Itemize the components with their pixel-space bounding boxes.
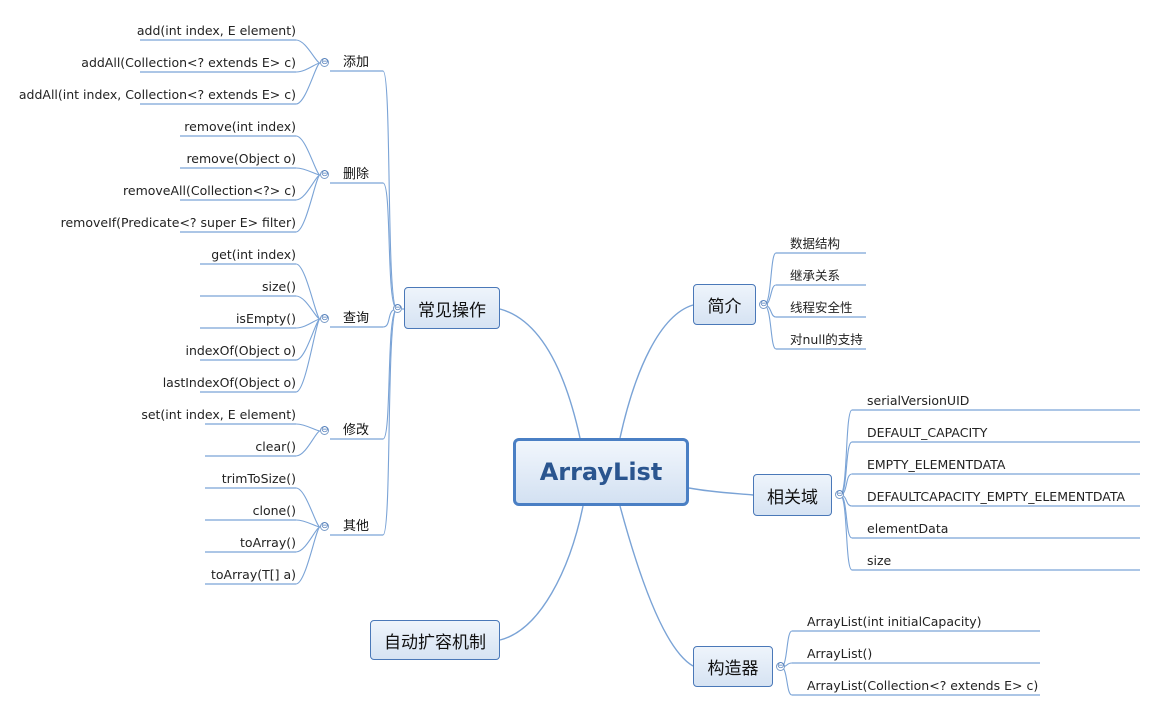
center-to-fields bbox=[688, 487, 754, 496]
leaf-field-2[interactable]: DEFAULT_CAPACITY bbox=[867, 425, 988, 440]
category-add-label: 添加 bbox=[343, 55, 370, 70]
leaf-remove-2[interactable]: remove(Object o) bbox=[186, 151, 296, 166]
remove-link-4 bbox=[295, 174, 321, 233]
collapse-toggle-intro[interactable]: ⊖ bbox=[759, 299, 768, 309]
leaf-field-5[interactable]: elementData bbox=[867, 521, 949, 536]
leaf-remove-3[interactable]: removeAll(Collection<?> c) bbox=[123, 183, 296, 198]
leaf-add-1[interactable]: add(int index, E element) bbox=[136, 23, 296, 38]
branch-common-ops[interactable]: 常见操作 bbox=[404, 287, 500, 329]
collapse-toggle-fields[interactable]: ⊖ bbox=[835, 489, 844, 499]
category-remove-link bbox=[382, 182, 398, 310]
leaf-intro-1[interactable]: 数据结构 bbox=[790, 236, 841, 251]
other-link-1 bbox=[295, 487, 321, 528]
branch-auto-growth[interactable]: 自动扩容机制 bbox=[370, 620, 500, 660]
leaf-intro-3[interactable]: 线程安全性 bbox=[790, 300, 853, 315]
field-link-6 bbox=[839, 494, 853, 571]
leaf-add-3[interactable]: addAll(int index, Collection<? extends E… bbox=[18, 87, 296, 102]
branch-intro[interactable]: 简介 bbox=[693, 284, 756, 325]
other-link-3 bbox=[295, 526, 321, 553]
remove-link-2 bbox=[295, 167, 321, 176]
add-link-1 bbox=[295, 39, 321, 64]
leaf-query-1[interactable]: get(int index) bbox=[211, 247, 296, 262]
category-query-label: 查询 bbox=[343, 311, 370, 326]
leaf-ctor-1[interactable]: ArrayList(int initialCapacity) bbox=[807, 614, 982, 629]
leaf-ctor-3[interactable]: ArrayList(Collection<? extends E> c) bbox=[807, 678, 1039, 693]
leaf-modify-2[interactable]: clear() bbox=[255, 439, 296, 454]
modify-link-1 bbox=[295, 423, 321, 432]
leaf-field-1[interactable]: serialVersionUID bbox=[867, 393, 970, 408]
center-to-common-ops bbox=[499, 308, 581, 439]
branch-common-ops-label: 常见操作 bbox=[418, 300, 486, 321]
add-link-2 bbox=[295, 62, 321, 73]
leaf-add-2[interactable]: addAll(Collection<? extends E> c) bbox=[81, 55, 296, 70]
branch-auto-growth-label: 自动扩容机制 bbox=[384, 632, 486, 653]
category-other[interactable]: 其他 bbox=[343, 519, 369, 535]
remove-link-1 bbox=[295, 135, 321, 176]
leaf-query-5[interactable]: lastIndexOf(Object o) bbox=[162, 375, 296, 390]
leaf-ctor-2[interactable]: ArrayList() bbox=[807, 646, 873, 661]
category-add-link bbox=[382, 70, 398, 310]
leaf-other-1[interactable]: trimToSize() bbox=[221, 471, 296, 486]
add-link-3 bbox=[295, 62, 321, 105]
leaf-field-6[interactable]: size bbox=[867, 553, 892, 568]
leaf-query-2[interactable]: size() bbox=[262, 279, 296, 294]
center-to-auto-growth bbox=[499, 505, 584, 641]
intro-link-4 bbox=[763, 304, 777, 350]
leaf-field-3[interactable]: EMPTY_ELEMENTDATA bbox=[867, 457, 1006, 472]
category-query[interactable]: 查询 bbox=[343, 311, 369, 327]
field-link-1 bbox=[839, 409, 853, 496]
collapse-toggle-query[interactable]: ⊖ bbox=[320, 313, 329, 323]
leaf-other-3[interactable]: toArray() bbox=[240, 535, 296, 550]
center-to-intro bbox=[619, 304, 694, 439]
leaf-modify-1[interactable]: set(int index, E element) bbox=[141, 407, 296, 422]
category-remove-label: 删除 bbox=[343, 167, 370, 182]
leaf-query-3[interactable]: isEmpty() bbox=[235, 311, 296, 326]
collapse-toggle-remove[interactable]: ⊖ bbox=[320, 169, 329, 179]
leaf-field-4[interactable]: DEFAULTCAPACITY_EMPTY_ELEMENTDATA bbox=[867, 489, 1126, 504]
category-add[interactable]: 添加 bbox=[343, 55, 369, 71]
collapse-toggle-modify[interactable]: ⊖ bbox=[320, 425, 329, 435]
leaf-intro-4[interactable]: 对null的支持 bbox=[790, 332, 863, 347]
ctor-link-3 bbox=[780, 666, 793, 696]
other-link-4 bbox=[295, 526, 321, 585]
collapse-toggle-add[interactable]: ⊖ bbox=[320, 57, 329, 67]
category-modify-label: 修改 bbox=[343, 423, 370, 438]
branch-constructors-label: 构造器 bbox=[707, 659, 759, 679]
modify-link-2 bbox=[295, 430, 321, 457]
central-topic[interactable]: ArrayList bbox=[513, 438, 689, 506]
category-modify[interactable]: 修改 bbox=[343, 423, 369, 439]
leaf-other-4[interactable]: toArray(T[] a) bbox=[211, 567, 296, 582]
category-modify-link bbox=[382, 308, 398, 440]
query-link-5 bbox=[295, 318, 321, 393]
other-link-2 bbox=[295, 519, 321, 528]
branch-intro-label: 简介 bbox=[707, 297, 742, 317]
query-link-2 bbox=[295, 295, 321, 320]
collapse-toggle-constructors[interactable]: ⊖ bbox=[776, 661, 785, 671]
center-to-constructors bbox=[619, 505, 694, 667]
category-other-link bbox=[382, 308, 398, 536]
remove-link-3 bbox=[295, 174, 321, 201]
branch-fields[interactable]: 相关域 bbox=[753, 474, 832, 516]
branch-fields-label: 相关域 bbox=[767, 487, 818, 508]
branch-constructors[interactable]: 构造器 bbox=[693, 646, 773, 687]
central-topic-label: ArrayList bbox=[539, 458, 663, 486]
leaf-remove-4[interactable]: removeIf(Predicate<? super E> filter) bbox=[60, 215, 296, 230]
leaf-remove-1[interactable]: remove(int index) bbox=[184, 119, 296, 134]
category-remove[interactable]: 删除 bbox=[343, 167, 369, 183]
query-link-3 bbox=[295, 318, 321, 329]
leaf-intro-2[interactable]: 继承关系 bbox=[790, 268, 841, 283]
category-other-label: 其他 bbox=[343, 519, 370, 534]
query-link-1 bbox=[295, 263, 321, 320]
leaf-other-2[interactable]: clone() bbox=[252, 503, 296, 518]
leaf-query-4[interactable]: indexOf(Object o) bbox=[185, 343, 296, 358]
collapse-toggle-other[interactable]: ⊖ bbox=[320, 521, 329, 531]
collapse-toggle-common-ops[interactable]: ⊖ bbox=[393, 303, 402, 313]
